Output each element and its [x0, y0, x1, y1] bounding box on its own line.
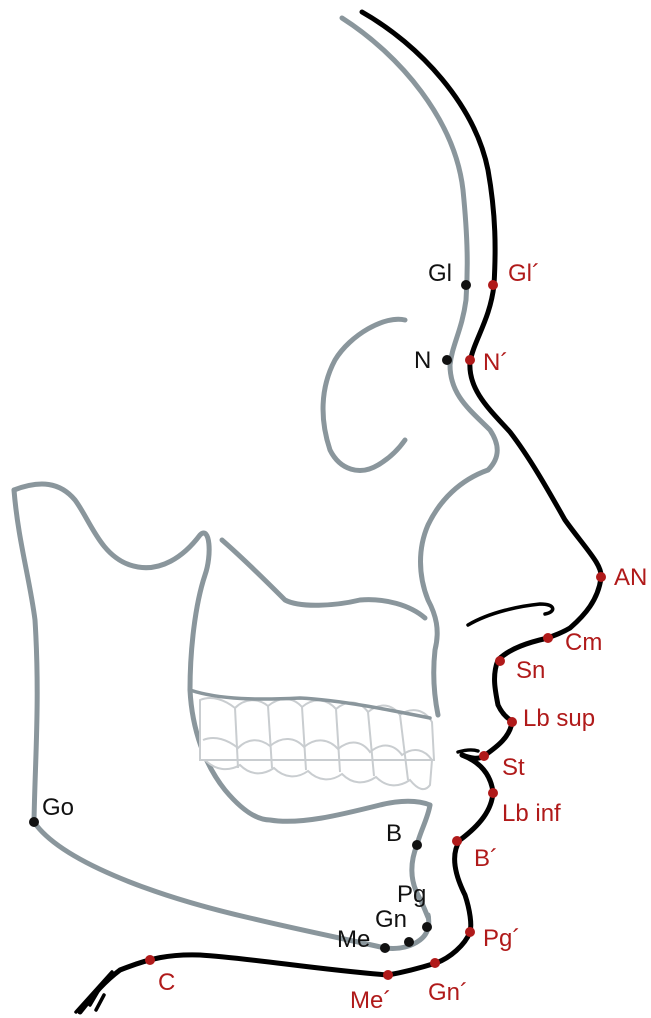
bone-outline-group [14, 18, 497, 949]
frontal-nasal-bone-line [342, 18, 497, 470]
soft-tissue-landmark-points [145, 280, 606, 980]
lb-inf-point [488, 788, 498, 798]
go-point [29, 817, 39, 827]
lip-commissure-line [458, 750, 478, 752]
an-point [596, 572, 606, 582]
pg-label: Pg [397, 881, 426, 908]
pg-point [422, 922, 432, 932]
c-label: C [158, 969, 175, 996]
me-prime-point [383, 970, 393, 980]
n-point [442, 355, 452, 365]
gn-prime-label: Gn´ [428, 979, 468, 1006]
sn-label: Sn [516, 657, 545, 684]
b-prime-label: B´ [474, 845, 498, 872]
maxilla-anterior-line [421, 470, 489, 715]
neck-hatch-mark [76, 972, 112, 1012]
gn-label: Gn [375, 906, 407, 933]
cm-label: Cm [565, 629, 602, 656]
sn-point [495, 656, 505, 666]
b-label: B [386, 820, 402, 847]
zygomatic-line [222, 540, 425, 618]
gn-point [404, 937, 414, 947]
b-prime-point [452, 836, 462, 846]
bone-landmark-labels: Gl N Go B Pg Gn Me [42, 260, 452, 953]
lb-inf-label: Lb inf [502, 800, 561, 827]
c-point [145, 955, 155, 965]
gl-prime-label: Gl´ [508, 260, 540, 287]
lower-teeth [205, 760, 432, 789]
gl-point [461, 280, 471, 290]
me-label: Me [337, 926, 370, 953]
n-prime-label: N´ [483, 349, 508, 376]
cm-point [543, 633, 553, 643]
st-point [479, 751, 489, 761]
go-label: Go [42, 794, 74, 821]
teeth-group [190, 690, 434, 789]
me-prime-label: Me´ [350, 987, 391, 1014]
bone-landmark-points [29, 280, 471, 953]
soft-tissue-lower-lip-chin-line [80, 755, 493, 1012]
pg-prime-point [465, 927, 475, 937]
soft-tissue-outline-group [76, 12, 601, 1012]
n-label: N [414, 347, 431, 374]
lb-sup-label: Lb sup [523, 705, 595, 732]
b-point [412, 840, 422, 850]
nostril-line [468, 604, 553, 625]
n-prime-point [465, 355, 475, 365]
gn-prime-point [430, 958, 440, 968]
pg-prime-label: Pg´ [483, 925, 520, 952]
orbit-line [323, 319, 405, 470]
an-label: AN [614, 564, 647, 591]
gl-prime-point [488, 280, 498, 290]
st-label: St [502, 754, 525, 781]
me-point [380, 943, 390, 953]
lb-sup-point [507, 717, 517, 727]
gl-label: Gl [428, 260, 452, 287]
